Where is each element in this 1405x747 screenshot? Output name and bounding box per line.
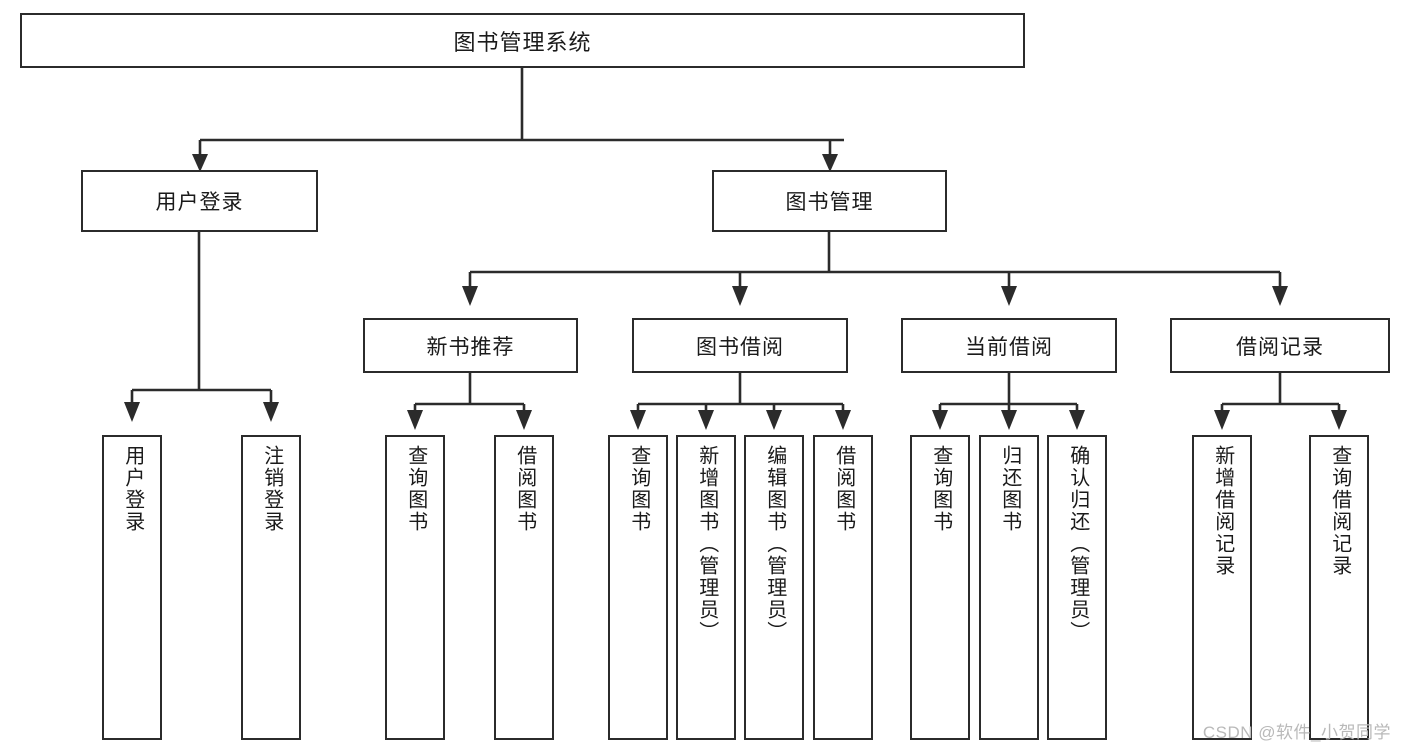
leaf-label: 借阅图书: [832, 445, 855, 533]
node-leaf-edit-book[interactable]: 编辑图书（管理员）: [744, 435, 804, 740]
node-leaf-query-record[interactable]: 查询借阅记录: [1309, 435, 1369, 740]
leaf-label: 借阅图书: [513, 445, 536, 533]
node-current-borrow[interactable]: 当前借阅: [901, 318, 1117, 373]
leaf-label: 用户登录: [121, 445, 144, 533]
connector-borrowrecord-to-leaves: [1214, 373, 1347, 430]
node-leaf-add-book[interactable]: 新增图书（管理员）: [676, 435, 736, 740]
node-leaf-add-record[interactable]: 新增借阅记录: [1192, 435, 1252, 740]
node-leaf-return-book[interactable]: 归还图书: [979, 435, 1039, 740]
node-leaf-borrow-book-1[interactable]: 借阅图书: [494, 435, 554, 740]
node-leaf-query-book-2[interactable]: 查询图书: [608, 435, 668, 740]
connector-userlogin-to-leaves: [124, 232, 279, 422]
leaf-label: 编辑图书（管理员）: [763, 445, 786, 643]
node-root[interactable]: 图书管理系统: [20, 13, 1025, 68]
node-leaf-borrow-book-2[interactable]: 借阅图书: [813, 435, 873, 740]
watermark: CSDN @软件_小贺同学: [1202, 723, 1391, 742]
leaf-label: 确认归还（管理员）: [1066, 445, 1089, 643]
connector-newbook-to-leaves: [407, 373, 532, 430]
leaf-label: 注销登录: [260, 445, 283, 533]
connector-bookborrow-to-leaves: [630, 373, 851, 430]
leaf-label: 新增图书（管理员）: [695, 445, 718, 643]
node-leaf-query-book-3[interactable]: 查询图书: [910, 435, 970, 740]
node-book-manage[interactable]: 图书管理: [712, 170, 947, 232]
node-leaf-query-book-1[interactable]: 查询图书: [385, 435, 445, 740]
connector-bookmanage-to-level3: [462, 232, 1288, 306]
leaf-label: 查询图书: [929, 445, 952, 533]
connector-currentborrow-to-leaves: [932, 373, 1085, 430]
leaf-label: 查询图书: [404, 445, 427, 533]
node-leaf-user-login[interactable]: 用户登录: [102, 435, 162, 740]
leaf-label: 查询借阅记录: [1328, 445, 1351, 577]
node-new-book-recommend[interactable]: 新书推荐: [363, 318, 578, 373]
node-leaf-confirm-return[interactable]: 确认归还（管理员）: [1047, 435, 1107, 740]
node-book-borrow[interactable]: 图书借阅: [632, 318, 848, 373]
leaf-label: 新增借阅记录: [1211, 445, 1234, 577]
node-user-login[interactable]: 用户登录: [81, 170, 318, 232]
connector-root-to-level2: [192, 68, 844, 172]
node-leaf-user-logout[interactable]: 注销登录: [241, 435, 301, 740]
leaf-label: 查询图书: [627, 445, 650, 533]
leaf-label: 归还图书: [998, 445, 1021, 533]
node-borrow-record[interactable]: 借阅记录: [1170, 318, 1390, 373]
